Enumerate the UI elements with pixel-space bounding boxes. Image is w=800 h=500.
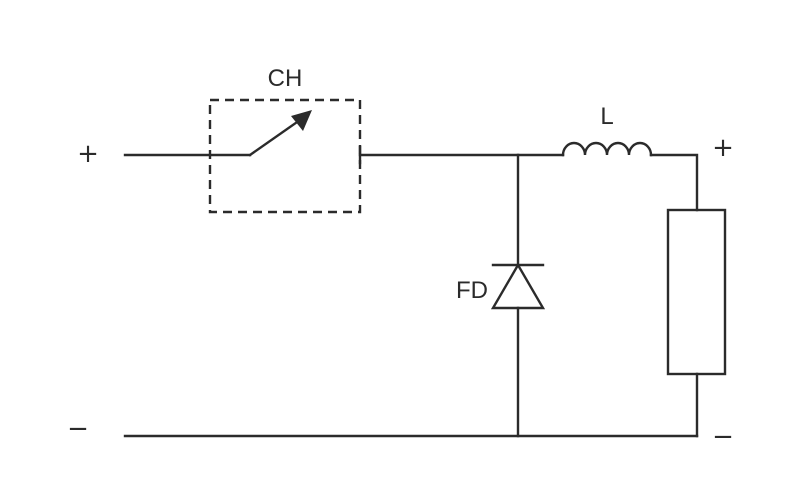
chopper-dashed-box <box>208 98 362 214</box>
switch-arrow-icon <box>291 110 312 131</box>
inductor-label: L <box>600 103 613 130</box>
diode-triangle-icon <box>490 262 546 310</box>
output-top-wire <box>649 153 699 212</box>
load-resistor <box>666 208 727 376</box>
input-negative-terminal: − <box>67 414 89 444</box>
diode-label: FD <box>456 277 488 304</box>
switch-blade <box>248 118 302 157</box>
output-negative-terminal: − <box>712 422 734 452</box>
output-positive-terminal: + <box>712 133 734 163</box>
chopper-label: CH <box>268 65 303 92</box>
input-positive-terminal: + <box>77 139 99 169</box>
inductor-coil <box>561 141 653 157</box>
